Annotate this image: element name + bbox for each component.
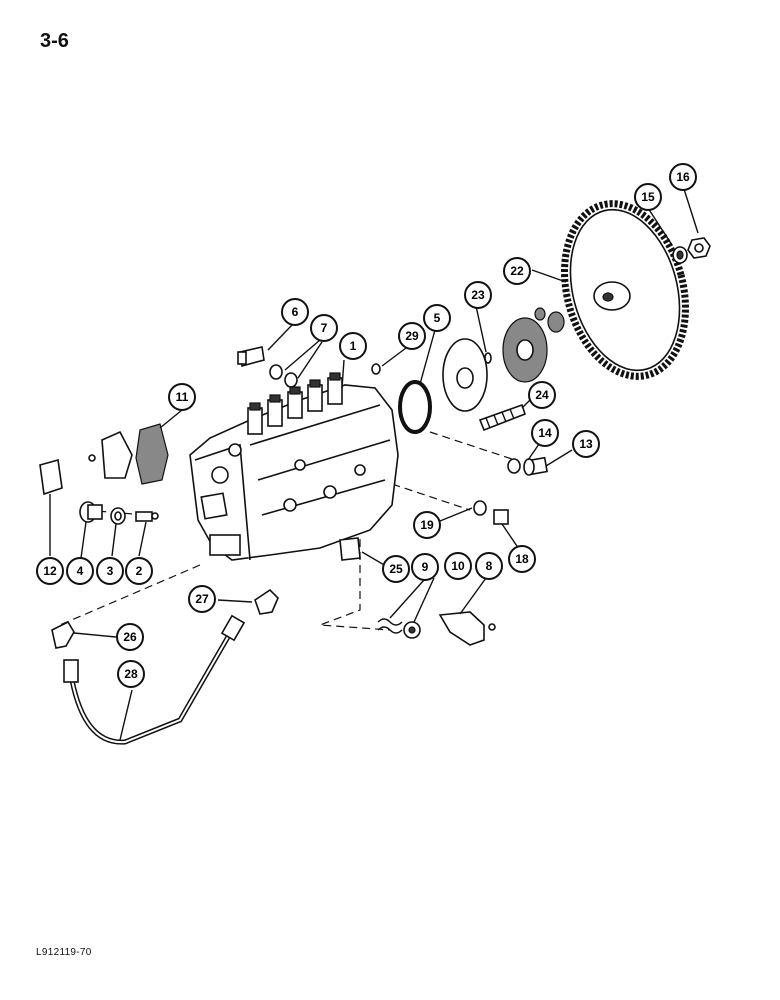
gear-nut-and-washer: [672, 237, 711, 264]
callout-6: 6: [281, 298, 309, 326]
callout-16: 16: [669, 163, 697, 191]
cover-and-gasket: [88, 423, 169, 485]
page-number: 3-6: [40, 30, 69, 52]
small-o-ring: [371, 363, 381, 375]
fuel-hose: [63, 614, 246, 745]
svg-text:18: 18: [515, 552, 529, 566]
callout-18: 18: [508, 545, 536, 573]
svg-text:9: 9: [422, 560, 429, 574]
callout-3: 3: [96, 557, 124, 585]
svg-text:16: 16: [676, 170, 690, 184]
bushing: [339, 537, 361, 561]
figure-reference-code: L912119-70: [36, 947, 92, 958]
callout-10: 10: [444, 552, 472, 580]
callout-8: 8: [475, 552, 503, 580]
svg-text:11: 11: [176, 390, 189, 404]
svg-text:19: 19: [420, 518, 434, 532]
callout-12: 12: [36, 557, 64, 585]
svg-text:26: 26: [123, 630, 137, 644]
svg-text:10: 10: [451, 559, 465, 573]
svg-text:27: 27: [195, 592, 209, 606]
callout-28: 28: [117, 660, 145, 688]
ring-23: [484, 352, 492, 364]
svg-text:5: 5: [434, 311, 441, 325]
callout-13: 13: [572, 430, 600, 458]
svg-text:24: 24: [535, 388, 549, 402]
callout-4: 4: [66, 557, 94, 585]
svg-text:8: 8: [486, 559, 493, 573]
svg-text:23: 23: [471, 288, 485, 302]
leader-lines: [49, 188, 699, 741]
svg-text:13: 13: [579, 437, 593, 451]
callout-1: 1: [339, 332, 367, 360]
spring-collar-lever: [377, 611, 496, 646]
gear-hub-plates: [442, 307, 565, 412]
callout-25: 25: [382, 555, 410, 583]
callout-5: 5: [423, 304, 451, 332]
svg-text:28: 28: [124, 667, 138, 681]
svg-text:2: 2: [136, 564, 143, 578]
svg-text:29: 29: [405, 329, 419, 343]
callout-7: 7: [310, 314, 338, 342]
elbow-fitting-26: [51, 620, 75, 649]
timing-gear: [561, 200, 689, 380]
svg-text:6: 6: [292, 305, 299, 319]
outlet-fittings: [247, 372, 343, 435]
washer-and-bolt-13-14: [507, 456, 549, 476]
callout-22: 22: [503, 257, 531, 285]
callout-26: 26: [116, 623, 144, 651]
svg-text:7: 7: [321, 321, 328, 335]
washer-and-bolt-18-19: [473, 500, 509, 525]
bolt-and-washers: [237, 346, 298, 388]
svg-text:1: 1: [350, 339, 357, 353]
callout-15: 15: [634, 183, 662, 211]
callout-23: 23: [464, 281, 492, 309]
svg-text:15: 15: [641, 190, 655, 204]
svg-text:4: 4: [77, 564, 84, 578]
injection-pump-body: [189, 372, 399, 561]
callout-24: 24: [528, 381, 556, 409]
svg-text:22: 22: [510, 264, 524, 278]
svg-text:14: 14: [538, 426, 552, 440]
bracket: [39, 458, 63, 496]
svg-text:12: 12: [43, 564, 57, 578]
callout-11: 11: [168, 383, 196, 411]
elbow-fitting: [254, 588, 279, 615]
svg-text:3: 3: [107, 564, 114, 578]
callout-9: 9: [411, 553, 439, 581]
callout-27: 27: [188, 585, 216, 613]
stud: [478, 403, 526, 432]
inlet-fittings: [79, 501, 159, 525]
callout-14: 14: [531, 419, 559, 447]
callout-19: 19: [413, 511, 441, 539]
svg-text:25: 25: [389, 562, 403, 576]
o-ring: [398, 380, 432, 434]
callout-2: 2: [125, 557, 153, 585]
callout-29: 29: [398, 322, 426, 350]
